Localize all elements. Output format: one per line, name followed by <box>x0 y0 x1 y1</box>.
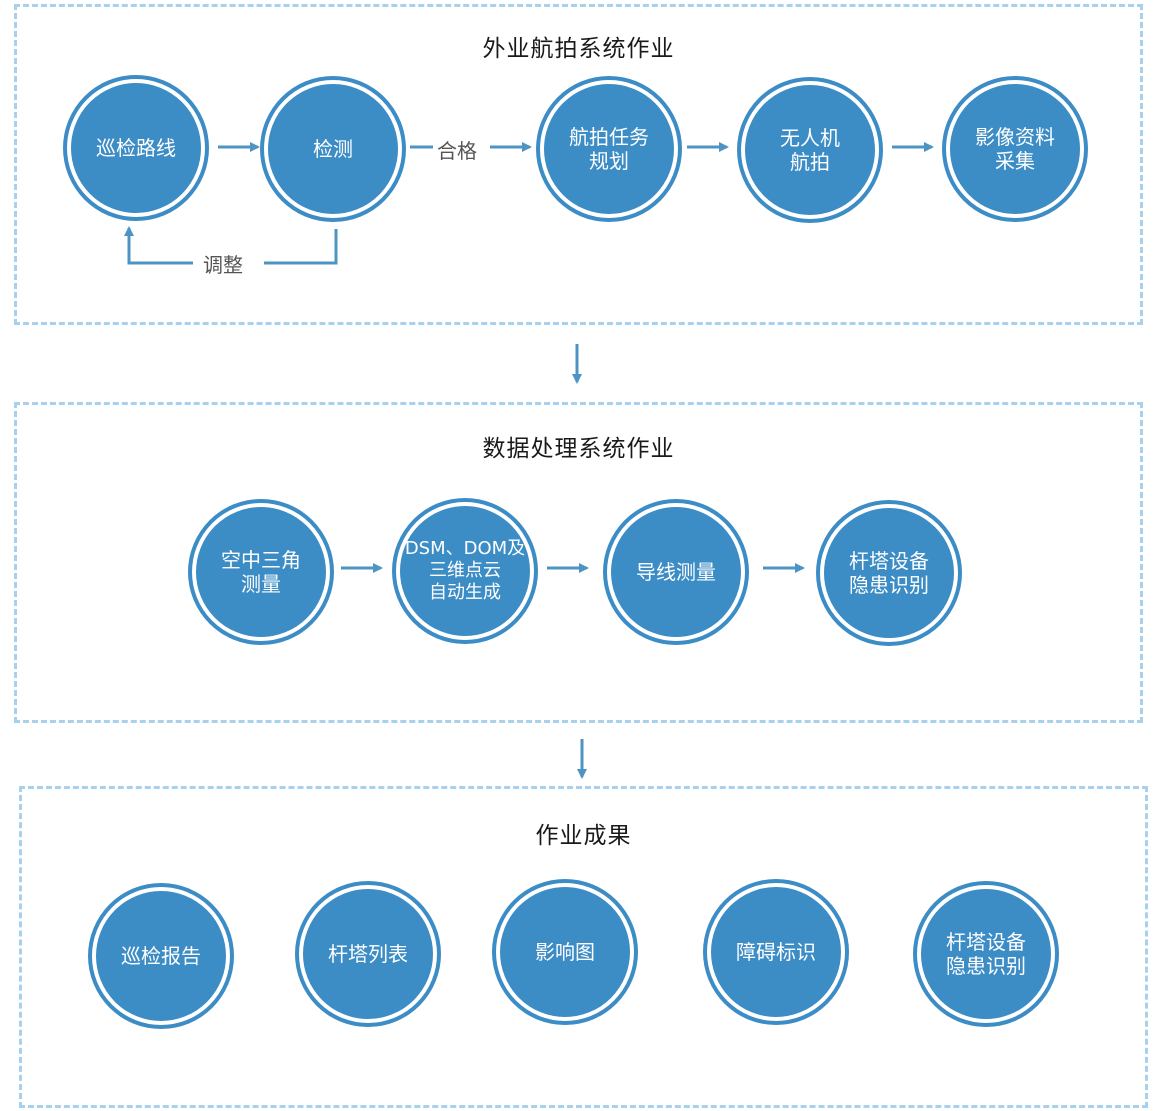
node-dsm-dom-pointcloud: DSM、DOM及 三维点云 自动生成 <box>396 502 534 640</box>
node-imagery-collection: 影像资料 采集 <box>946 80 1084 218</box>
node-label: DSM、DOM及 三维点云 自动生成 <box>404 538 526 603</box>
node-label: 障碍标识 <box>736 940 816 964</box>
node-flight-task-planning: 航拍任务 规划 <box>540 80 678 218</box>
section-results: 作业成果 <box>19 786 1148 1108</box>
node-label: 影像资料 采集 <box>975 125 1055 173</box>
node-label: 杆塔列表 <box>328 942 408 966</box>
node-label: 导线测量 <box>636 560 716 584</box>
section-title: 数据处理系统作业 <box>482 436 675 462</box>
node-tower-hazard-identification-result: 杆塔设备 隐患识别 <box>917 885 1055 1023</box>
node-label: 空中三角 测量 <box>221 548 301 596</box>
node-label: 巡检路线 <box>96 136 176 160</box>
node-inspection-route: 巡检路线 <box>67 79 205 217</box>
section-field-aerial-photography: 外业航拍系统作业 <box>14 4 1143 325</box>
node-detection: 检测 <box>264 80 402 218</box>
section-title: 作业成果 <box>535 823 632 849</box>
node-aerotriangulation: 空中三角 测量 <box>192 503 330 641</box>
node-label: 航拍任务 规划 <box>569 125 649 173</box>
node-obstacle-marking: 障碍标识 <box>707 883 845 1021</box>
node-label: 检测 <box>313 137 353 161</box>
node-label: 杆塔设备 隐患识别 <box>946 930 1026 978</box>
node-uav-aerial-photo: 无人机 航拍 <box>741 81 879 219</box>
node-label: 影响图 <box>535 940 595 964</box>
node-impact-map: 影响图 <box>496 883 634 1021</box>
arrow-adjust-loop-left <box>124 226 193 265</box>
node-tower-list: 杆塔列表 <box>299 885 437 1023</box>
edge-label-adjust: 调整 <box>199 249 247 278</box>
node-label: 巡检报告 <box>121 944 201 968</box>
node-tower-hazard-identification: 杆塔设备 隐患识别 <box>820 504 958 642</box>
section-title: 外业航拍系统作业 <box>482 36 675 62</box>
section-data-processing: 数据处理系统作业 <box>14 402 1143 723</box>
node-traverse-survey: 导线测量 <box>607 503 745 641</box>
node-inspection-report: 巡检报告 <box>92 887 230 1025</box>
node-label: 杆塔设备 隐患识别 <box>849 549 929 597</box>
node-label: 无人机 航拍 <box>780 126 840 174</box>
arrow-adjust-loop-right <box>264 229 338 265</box>
edge-label-qualified: 合格 <box>433 135 481 164</box>
